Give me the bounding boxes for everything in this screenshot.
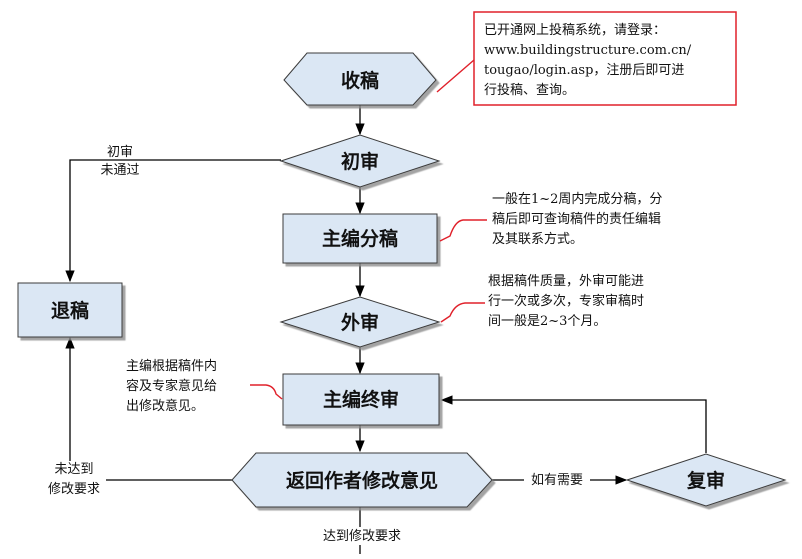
label-initial-fail-1: 初审	[107, 145, 133, 160]
node-final-review: 主编终审	[282, 373, 440, 426]
node-return-to-author: 返回作者修改意见	[231, 452, 493, 508]
node-receive-label: 收稿	[341, 69, 379, 92]
node-initial-review: 初审	[279, 134, 441, 188]
note-login-line2: www.buildingstructure.com.cn/	[484, 43, 692, 58]
callout-login	[436, 59, 475, 93]
node-initial-review-label: 初审	[341, 150, 379, 173]
node-reject-shape	[17, 282, 123, 338]
node-external-review: 外审	[279, 296, 441, 348]
node-initial-review-shape	[279, 134, 441, 188]
node-external-review-label: 外审	[341, 311, 379, 334]
note-assign-line3: 及其联系方式。	[492, 231, 583, 247]
note-assign-line2: 稿后即可查询稿件的责任编辑	[492, 211, 661, 227]
node-assign: 主编分稿	[282, 213, 438, 264]
note-final: 主编根据稿件内 容及专家意见给 出修改意见。	[126, 358, 283, 414]
node-final-review-label: 主编终审	[323, 388, 399, 411]
node-receive-shape	[283, 52, 437, 106]
note-final-line3: 出修改意见。	[126, 398, 204, 414]
note-login: 已开通网上投稿系统，请登录： www.buildingstructure.com…	[436, 11, 737, 106]
callout-final	[250, 384, 283, 400]
node-return-to-author-label: 返回作者修改意见	[286, 469, 438, 492]
note-assign: 一般在1~2周内完成分稿，分 稿后即可查询稿件的责任编辑 及其联系方式。	[439, 191, 662, 247]
note-login-line3: tougao/login.asp，注册后即可进	[484, 63, 684, 78]
label-if-needed-bg	[524, 471, 590, 489]
note-external-line2: 行一次或多次，专家审稿时	[488, 293, 644, 309]
node-re-review-label: 复审	[686, 469, 725, 492]
node-external-review-shape	[279, 296, 441, 348]
callout-external	[440, 302, 485, 323]
edge-labels: 初审 未通过 未达到 修改要求 如有需要 达到修改要求	[42, 145, 590, 545]
label-meets-bg	[312, 527, 410, 545]
node-assign-label: 主编分稿	[322, 227, 398, 250]
node-receive: 收稿	[283, 52, 437, 106]
node-re-review-shape	[625, 453, 787, 507]
note-login-line1: 已开通网上投稿系统，请登录：	[484, 22, 666, 38]
note-final-line1: 主编根据稿件内	[126, 358, 217, 374]
node-reject: 退稿	[17, 282, 123, 338]
node-final-review-shape	[282, 373, 440, 426]
label-not-meet-2: 修改要求	[48, 482, 100, 497]
node-assign-shape	[282, 213, 438, 264]
label-not-meet-1: 未达到	[54, 462, 93, 477]
arrow-initial-fail-to-reject	[65, 159, 281, 283]
note-login-box	[473, 11, 737, 106]
note-external: 根据稿件质量，外审可能进 行一次或多次，专家审稿时 间一般是2~3个月。	[440, 273, 644, 329]
label-meets: 达到修改要求	[323, 529, 401, 544]
label-initial-fail-2: 未通过	[100, 163, 139, 178]
node-reject-label: 退稿	[51, 299, 89, 322]
note-login-line4: 行投稿、查询。	[484, 82, 575, 98]
node-return-to-author-shape	[231, 452, 493, 508]
arrow-rereview-to-final	[440, 395, 707, 453]
note-assign-line1: 一般在1~2周内完成分稿，分	[492, 191, 662, 207]
note-external-line1: 根据稿件质量，外审可能进	[488, 273, 644, 289]
callout-assign	[439, 219, 487, 242]
node-re-review: 复审	[625, 453, 787, 507]
label-if-needed: 如有需要	[531, 472, 583, 488]
note-final-line2: 容及专家意见给	[126, 378, 217, 394]
note-external-line3: 间一般是2~3个月。	[488, 313, 606, 329]
label-not-meet-bg	[42, 461, 106, 499]
